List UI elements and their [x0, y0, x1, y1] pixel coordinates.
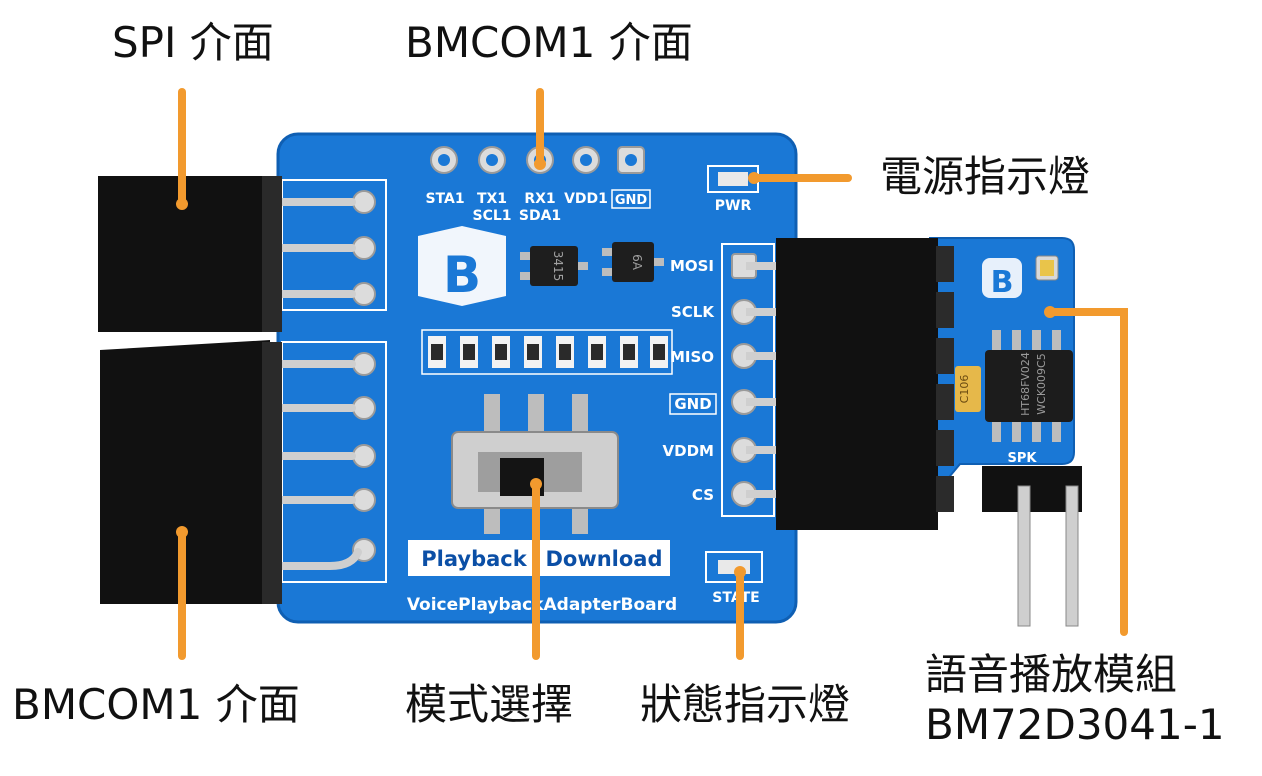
callout-voice-module: 語音播放模組 BM72D3041-1	[925, 650, 1225, 751]
voice-module-name: 語音播放模組	[925, 650, 1178, 699]
pin-label-gnd-top: GND	[615, 193, 648, 208]
pin-label-sclk: SCLK	[671, 303, 715, 321]
callout-mode-select: 模式選擇	[405, 680, 574, 729]
brand-logo: B	[418, 226, 506, 306]
main-pcb: STA1 TX1 RX1 VDD1 GND SCL1 SDA1 PWR B 34…	[258, 132, 798, 624]
mode-switch	[451, 394, 619, 534]
ic2-marking: 6A	[630, 254, 644, 271]
spi-female-header	[776, 238, 954, 530]
pin-label-vdd1: VDD1	[564, 191, 608, 207]
ic1-marking: 3415	[551, 251, 565, 282]
callout-status-led: 狀態指示燈	[640, 680, 851, 729]
chip-marking-1: HT68FV024	[1019, 352, 1032, 416]
transistor-2: 6A	[602, 242, 664, 282]
spk-label: SPK	[1008, 451, 1038, 466]
resistor-row	[421, 329, 673, 375]
callout-bmcom1-top: BMCOM1 介面	[405, 18, 693, 67]
board-name: VoicePlaybackAdapterBoard	[407, 595, 677, 615]
cap-marking: C106	[958, 375, 971, 404]
pin-label-mosi: MOSI	[670, 257, 714, 275]
callout-lines	[178, 88, 1128, 660]
pin-label-sta1: STA1	[425, 191, 464, 207]
spi-header	[98, 176, 282, 332]
chip-marking-2: WCK009C5	[1035, 353, 1048, 414]
switch-label-playback: Playback	[421, 547, 527, 571]
voice-module-board: B HT68FV024 WCK009C5 C106 SPK	[929, 237, 1082, 627]
bmcom1-header-left	[100, 340, 282, 604]
pin-label-vddm: VDDM	[663, 442, 714, 460]
pin-label-scl1: SCL1	[472, 208, 511, 224]
pwr-label: PWR	[715, 198, 752, 214]
pin-label-tx1: TX1	[477, 191, 507, 207]
callout-bmcom1-left: BMCOM1 介面	[12, 680, 300, 729]
callout-power-led: 電源指示燈	[880, 152, 1091, 201]
pin-label-gnd-right: GND	[674, 395, 711, 413]
voice-module-part: BM72D3041-1	[925, 700, 1225, 750]
callout-spi-interface: SPI 介面	[112, 18, 274, 67]
pin-label-miso: MISO	[670, 348, 714, 366]
pin-label-sda1: SDA1	[519, 208, 561, 224]
svg-text:B: B	[443, 246, 481, 304]
switch-label-download: Download	[545, 547, 662, 571]
transistor-1: 3415	[520, 246, 588, 286]
pin-label-cs: CS	[692, 486, 714, 504]
svg-text:B: B	[991, 265, 1014, 300]
pin-label-rx1: RX1	[524, 191, 555, 207]
